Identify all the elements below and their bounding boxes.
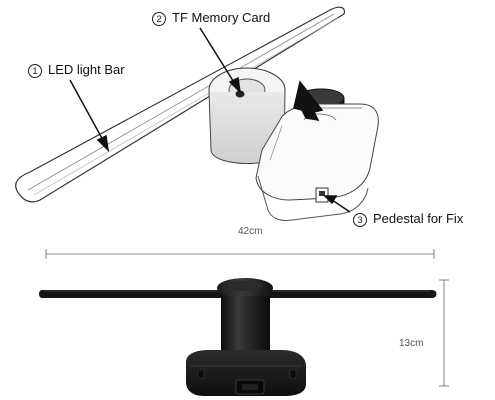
callout-number: 1 (28, 64, 42, 78)
width-dimension (45, 249, 435, 259)
product-photo (39, 278, 437, 396)
callout-text: LED light Bar (48, 62, 125, 77)
height-dimension-label: 13cm (399, 338, 424, 349)
led-bar-outline (15, 6, 345, 203)
arrow-pedestal (331, 199, 351, 213)
callout-led-bar: 1 LED light Bar (28, 63, 125, 78)
led-bar-inner-line (27, 13, 335, 191)
height-dimension (439, 279, 449, 387)
photo-base (186, 350, 306, 396)
width-dimension-label: 42cm (238, 226, 263, 237)
callout-text: Pedestal for Fix (373, 211, 464, 226)
line-drawing (15, 6, 379, 221)
callout-text: TF Memory Card (172, 10, 271, 25)
arrow-tf-card (199, 27, 236, 85)
callout-arrows (69, 27, 351, 213)
callout-number: 2 (152, 12, 166, 26)
callout-number: 3 (353, 213, 367, 227)
assembly-arrow (293, 80, 324, 121)
photo-stem (221, 296, 270, 360)
callout-tf-card: 2 TF Memory Card (152, 11, 270, 26)
callout-pedestal: 3 Pedestal for Fix (353, 212, 463, 227)
arrow-led-bar (69, 79, 105, 143)
